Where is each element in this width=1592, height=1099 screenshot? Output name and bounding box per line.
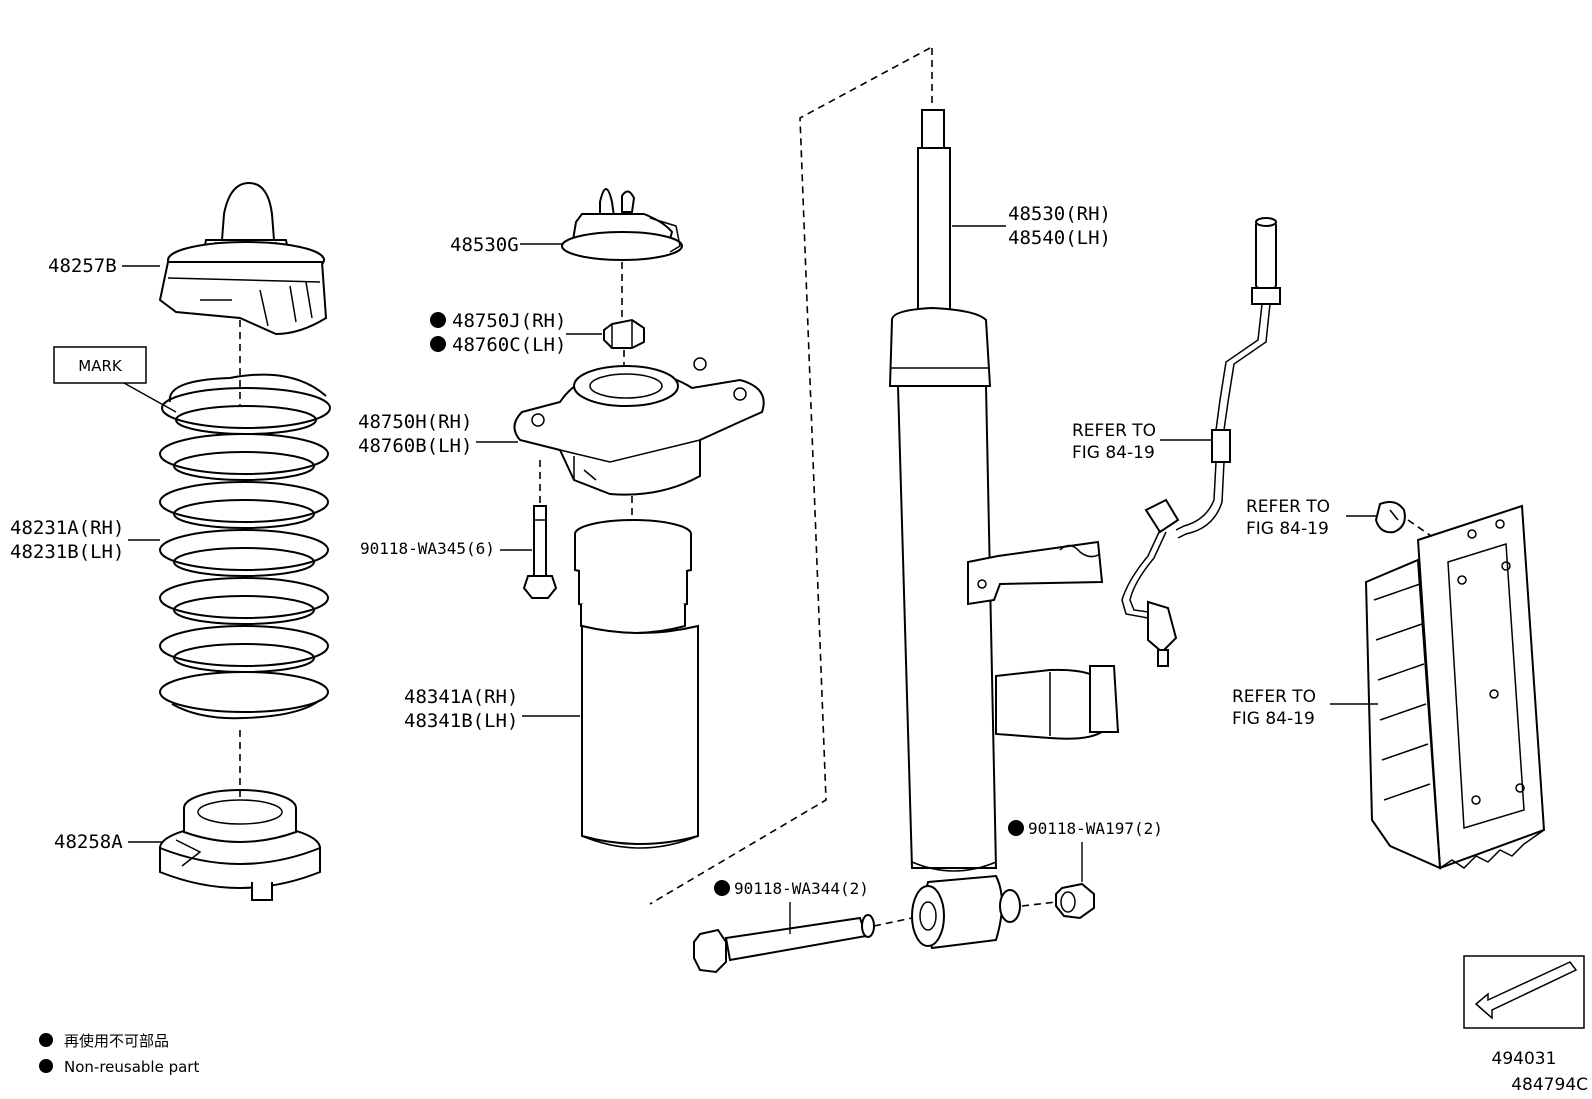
refer-to-label: REFER TO — [1072, 421, 1156, 441]
coil-spring-part — [159, 373, 331, 720]
label-90118-WA345: 90118-WA345(6) — [360, 539, 495, 558]
label-48760C: 48760C(LH) — [452, 334, 566, 356]
lower-nut-part — [1055, 882, 1095, 920]
clip-part — [1374, 501, 1406, 534]
label-48341B: 48341B(LH) — [404, 710, 518, 732]
label-90118-WA197: 90118-WA197(2) — [1028, 819, 1163, 838]
mark-callout: MARK — [53, 346, 177, 413]
left-labels: 48257B 48231A(RH) 48231B(LH) 48258A — [10, 255, 162, 853]
upper-nut-part — [603, 318, 645, 349]
lower-nut-label: 90118-WA197(2) — [1008, 819, 1163, 882]
non-reusable-marker — [430, 336, 446, 352]
lower-bolt-part — [693, 914, 875, 974]
non-reusable-marker — [430, 312, 446, 328]
height-sensor-harness-part — [1121, 217, 1281, 667]
label-48750J: 48750J(RH) — [452, 310, 566, 332]
shock-labels: 48530(RH) 48540(LH) — [952, 203, 1111, 249]
direction-arrow-icon — [1463, 955, 1585, 1029]
legend: 再使用不可部品 Non-reusable part — [39, 1032, 199, 1076]
label-90118-WA344: 90118-WA344(2) — [734, 879, 869, 898]
nut-labels: 48750J(RH) 48760C(LH) — [430, 310, 602, 356]
upper-bump-stop-part — [158, 181, 328, 336]
lower-bolt-label: 90118-WA344(2) — [714, 879, 869, 934]
refer-to-label: REFER TO — [1232, 687, 1316, 707]
refer-fig-label: FIG 84-19 — [1246, 519, 1329, 539]
illustration-code: 484794C — [1511, 1075, 1588, 1095]
legend-marker — [39, 1033, 53, 1047]
control-module-part — [1364, 504, 1546, 870]
boot-labels: 48341A(RH) 48341B(LH) — [404, 686, 580, 732]
bump-boot-part — [574, 519, 699, 849]
mount-bolt-part — [522, 505, 558, 599]
refer-to-label: REFER TO — [1246, 497, 1330, 517]
figure-code: 494031 — [1492, 1049, 1557, 1069]
refer-fig-label: FIG 84-19 — [1232, 709, 1315, 729]
non-reusable-marker — [1008, 820, 1024, 836]
refer-to-label-1: REFER TO FIG 84-19 — [1072, 421, 1212, 463]
legend-jp: 再使用不可部品 — [64, 1032, 169, 1050]
label-48750H: 48750H(RH) — [358, 411, 472, 433]
label-48530G: 48530G — [450, 234, 519, 256]
refer-to-label-3: REFER TO FIG 84-19 — [1232, 687, 1378, 729]
label-48257B: 48257B — [48, 255, 117, 277]
dust-cover-cap-part — [561, 188, 683, 261]
non-reusable-marker — [714, 880, 730, 896]
label-48231A: 48231A(RH) — [10, 517, 124, 539]
label-48540: 48540(LH) — [1008, 227, 1111, 249]
mark-label: MARK — [78, 357, 123, 375]
lower-spring-seat-part — [159, 789, 321, 901]
label-48258A: 48258A — [54, 831, 123, 853]
label-48341A: 48341A(RH) — [404, 686, 518, 708]
legend-marker — [39, 1059, 53, 1073]
refer-to-label-2: REFER TO FIG 84-19 — [1246, 497, 1376, 539]
upper-mount-part — [513, 357, 765, 496]
shock-absorber-part — [888, 109, 1120, 950]
mount-labels: 48750H(RH) 48760B(LH) — [358, 411, 518, 457]
label-48530: 48530(RH) — [1008, 203, 1111, 225]
label-48231B: 48231B(LH) — [10, 541, 124, 563]
legend-en: Non-reusable part — [64, 1058, 199, 1076]
refer-fig-label: FIG 84-19 — [1072, 443, 1155, 463]
label-48760B: 48760B(LH) — [358, 435, 472, 457]
